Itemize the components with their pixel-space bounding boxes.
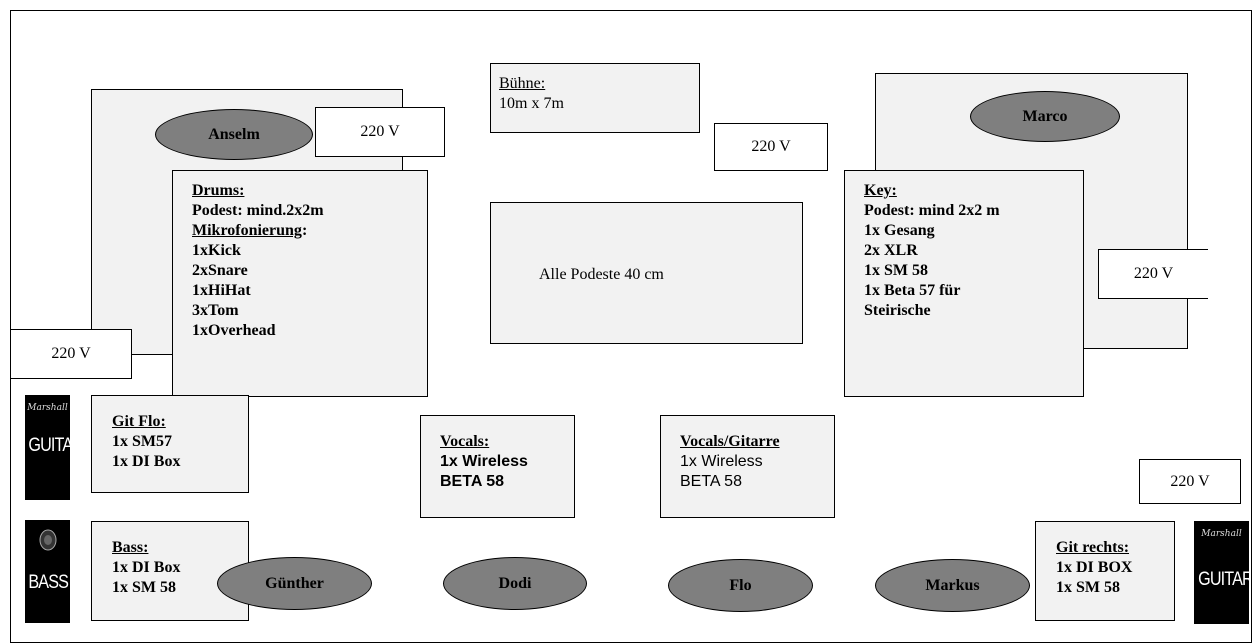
bass-title: Bass: (112, 539, 149, 556)
git-flo-box: Git Flo: 1x SM57 1x DI Box (91, 395, 249, 493)
drums-item: 2xSnare (192, 262, 248, 279)
vocals-gitarre-title: Vocals/Gitarre (680, 433, 780, 450)
stage-size-box: Bühne: 10m x 7m (490, 63, 700, 133)
power-cable-line (132, 354, 172, 355)
power-outlet-bottom-right: 220 V (1139, 459, 1241, 504)
vocals-box: Vocals: 1x Wireless BETA 58 (420, 415, 575, 518)
drums-item: 1xKick (192, 242, 241, 259)
power-outlet-drums-left: 220 V (10, 329, 132, 379)
vocals-gitarre-line: 1x Wireless (680, 453, 763, 470)
stage-size: 10m x 7m (499, 95, 564, 112)
person-flo: Flo (668, 559, 813, 612)
drums-item: 3xTom (192, 302, 239, 319)
key-line: Podest: mind 2x2 m (864, 202, 1000, 219)
key-line: 1x SM 58 (864, 262, 928, 279)
git-flo-line: 1x DI Box (112, 453, 181, 470)
amp-left-guitar: Marshall GUITAR (25, 395, 70, 500)
speaker-icon (39, 529, 56, 551)
person-anselm: Anselm (155, 109, 313, 160)
vocals-line: 1x Wireless (440, 453, 528, 470)
amp-brand-logo: Marshall (1201, 529, 1242, 539)
key-line: 2x XLR (864, 242, 918, 259)
amp-label: GUITAR (28, 435, 70, 456)
vocals-line: BETA 58 (440, 473, 505, 490)
drums-item: 1xHiHat (192, 282, 251, 299)
bass-line: 1x DI Box (112, 559, 181, 576)
power-outlet-key: 220 V (1098, 249, 1208, 299)
amp-label: GUITAR (1198, 569, 1249, 590)
drums-podest: Podest: mind.2x2m (192, 202, 324, 219)
person-marco: Marco (970, 91, 1120, 142)
person-markus: Markus (875, 559, 1030, 612)
git-flo-title: Git Flo: (112, 413, 166, 430)
person-guenther: Günther (217, 557, 372, 610)
stage-label: Bühne: (499, 75, 546, 92)
amp-label: BASS (28, 572, 69, 593)
vocals-gitarre-line: BETA 58 (680, 473, 742, 490)
drums-mic-title: Mikrofonierung (192, 222, 302, 239)
git-rechts-line: 1x SM 58 (1056, 579, 1120, 596)
bass-line: 1x SM 58 (112, 579, 176, 596)
git-rechts-title: Git rechts: (1056, 539, 1130, 556)
amp-brand-logo: Marshall (27, 403, 68, 413)
key-line: 1x Beta 57 für (864, 282, 961, 299)
key-line: 1x Gesang (864, 222, 935, 239)
person-dodi: Dodi (443, 557, 587, 610)
stage-plan-frame (10, 10, 1252, 643)
key-line: Steirische (864, 302, 931, 319)
vocals-title: Vocals: (440, 433, 490, 450)
key-title: Key: (864, 182, 897, 199)
git-rechts-line: 1x DI BOX (1056, 559, 1133, 576)
key-box: Key: Podest: mind 2x2 m 1x Gesang 2x XLR… (844, 170, 1084, 397)
center-podest-box: Alle Podeste 40 cm (490, 202, 803, 344)
amp-right-guitar: Marshall GUITAR (1194, 521, 1249, 624)
amp-left-bass: BASS (25, 520, 70, 623)
git-flo-line: 1x SM57 (112, 433, 172, 450)
drums-box: Drums: Podest: mind.2x2m Mikrofonierung:… (172, 170, 428, 397)
drums-item: 1xOverhead (192, 322, 276, 339)
power-outlet-anselm: 220 V (315, 107, 445, 157)
vocals-gitarre-box: Vocals/Gitarre 1x Wireless BETA 58 (660, 415, 835, 518)
git-rechts-box: Git rechts: 1x DI BOX 1x SM 58 (1035, 521, 1175, 621)
drums-mic-colon: : (301, 222, 308, 239)
power-outlet-top-center: 220 V (714, 123, 828, 171)
center-note: Alle Podeste 40 cm (539, 266, 664, 283)
drums-title: Drums: (192, 182, 245, 199)
